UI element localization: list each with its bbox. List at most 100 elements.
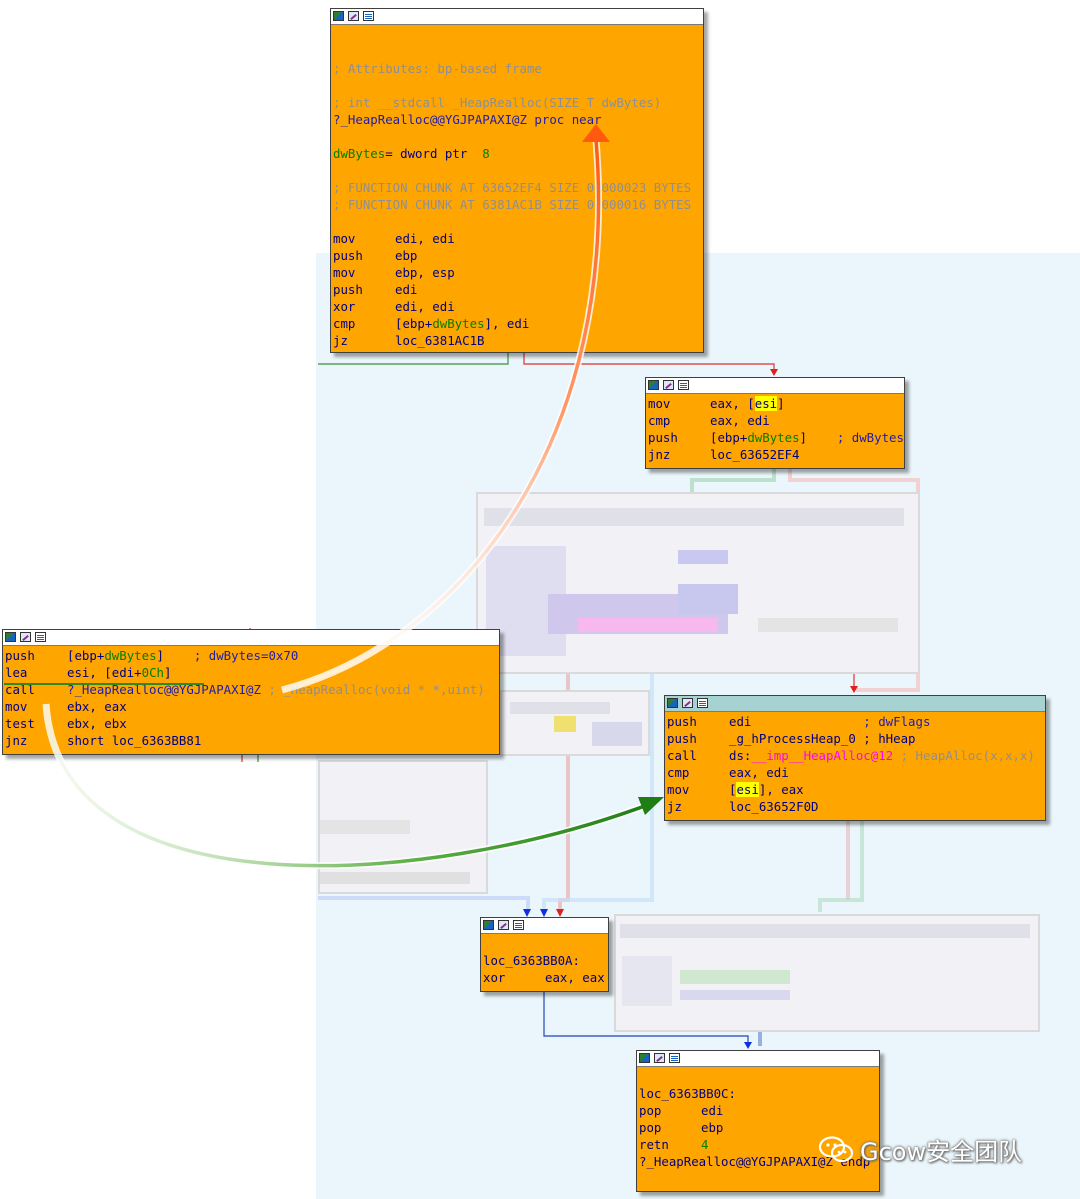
asm-token[interactable]: __imp__HeapAlloc@12 xyxy=(751,748,894,763)
graph-color-icon[interactable] xyxy=(667,698,678,708)
asm-line[interactable]: xor eax, eax xyxy=(483,969,606,986)
rename-icon[interactable] xyxy=(682,698,693,708)
asm-mnemonic[interactable]: xor xyxy=(333,299,356,314)
asm-token[interactable]: short loc_6363BB81 xyxy=(67,733,202,748)
asm-token[interactable]: esi xyxy=(736,782,759,797)
graph-color-icon[interactable] xyxy=(483,920,494,930)
asm-token[interactable]: ] xyxy=(777,396,785,411)
asm-mnemonic[interactable]: call xyxy=(667,748,697,763)
asm-mnemonic[interactable]: push xyxy=(667,714,697,729)
asm-mnemonic[interactable]: cmp xyxy=(333,316,356,331)
asm-token[interactable]: edi xyxy=(395,282,418,297)
asm-token[interactable]: ; _HeapRealloc(void * *,uint) xyxy=(268,682,485,697)
asm-line[interactable]: push_g_hProcessHeap_0 ; hHeap xyxy=(667,730,1043,747)
asm-token[interactable]: loc_63652F0D xyxy=(729,799,819,814)
graph-color-icon[interactable] xyxy=(5,632,16,642)
asm-line[interactable]: push edi xyxy=(333,281,701,298)
asm-token[interactable]: ], eax xyxy=(758,782,804,797)
rename-icon[interactable] xyxy=(498,920,509,930)
asm-line[interactable]: ?_HeapRealloc@@YGJPAPAXI@Z proc near xyxy=(333,111,701,128)
graph-color-icon[interactable] xyxy=(333,11,344,21)
rename-icon[interactable] xyxy=(20,632,31,642)
asm-token[interactable]: eax, edi xyxy=(710,413,770,428)
asm-mnemonic[interactable]: mov xyxy=(667,782,690,797)
asm-line[interactable]: call ds:__imp__HeapAlloc@12 ; HeapAlloc(x… xyxy=(667,747,1043,764)
asm-token[interactable]: 8 xyxy=(482,146,490,161)
asm-line[interactable]: push[ebp+dwBytes] ; dwBytes xyxy=(648,429,904,446)
asm-token[interactable]: ; dwFlags xyxy=(863,714,931,729)
asm-token[interactable]: ], edi xyxy=(484,316,530,331)
asm-token[interactable]: edi xyxy=(729,714,864,729)
node-titlebar-selected[interactable] xyxy=(665,696,1045,712)
asm-line[interactable]: push ebp xyxy=(333,247,701,264)
asm-token[interactable]: edi, edi xyxy=(395,299,455,314)
asm-mnemonic[interactable]: push xyxy=(333,248,363,263)
asm-token[interactable]: ebp xyxy=(701,1120,724,1135)
asm-token[interactable]: ; Attributes: bp-based frame xyxy=(333,61,542,76)
asm-mnemonic[interactable]: mov xyxy=(333,231,356,246)
asm-line[interactable]: mov edi, edi xyxy=(333,230,701,247)
node-titlebar[interactable] xyxy=(331,9,703,25)
asm-line[interactable]: xor edi, edi xyxy=(333,298,701,315)
node-list-icon[interactable] xyxy=(363,11,374,21)
asm-token[interactable]: 0Ch xyxy=(141,665,164,680)
asm-token[interactable]: [ebp+ xyxy=(67,648,105,663)
asm-token[interactable]: ] xyxy=(164,665,172,680)
asm-token[interactable]: dwBytes xyxy=(104,648,157,663)
asm-mnemonic[interactable]: push xyxy=(667,731,697,746)
asm-mnemonic[interactable]: test xyxy=(5,716,35,731)
asm-token[interactable]: [ebp+ xyxy=(710,430,748,445)
asm-mnemonic[interactable]: mov xyxy=(648,396,671,411)
asm-token[interactable]: eax, eax xyxy=(545,970,605,985)
asm-mnemonic[interactable]: xor xyxy=(483,970,506,985)
node-list-icon[interactable] xyxy=(697,698,708,708)
asm-token[interactable]: ; HeapAlloc(x,x,x) xyxy=(893,748,1035,763)
asm-token[interactable]: ebp, esp xyxy=(395,265,455,280)
asm-line[interactable]: push edi ; dwFlags xyxy=(667,713,1043,730)
asm-token[interactable]: ebp xyxy=(395,248,418,263)
asm-mnemonic[interactable]: push xyxy=(648,430,678,445)
asm-token[interactable]: edi, edi xyxy=(395,231,455,246)
node-heaprealloc-prologue[interactable]: ; Attributes: bp-based frame ; int __std… xyxy=(330,8,704,353)
asm-token[interactable]: ] xyxy=(799,430,837,445)
node-titlebar[interactable] xyxy=(3,630,499,646)
asm-token[interactable]: loc_6363BB0A: xyxy=(483,953,580,968)
asm-mnemonic[interactable]: push xyxy=(5,648,35,663)
node-titlebar[interactable] xyxy=(481,918,608,934)
node-list-icon[interactable] xyxy=(513,920,524,930)
asm-token[interactable]: ?_HeapRealloc@@YGJPAPAXI@Z proc near xyxy=(333,112,602,127)
asm-mnemonic[interactable]: jz xyxy=(667,799,682,814)
asm-token[interactable]: ds: xyxy=(729,748,752,763)
asm-token[interactable]: 4 xyxy=(701,1137,709,1152)
asm-token[interactable]: ; dwBytes=0x70 xyxy=(193,648,299,663)
asm-mnemonic[interactable]: call xyxy=(5,682,35,697)
asm-token[interactable]: ; dwBytes xyxy=(836,430,904,445)
asm-token[interactable]: eax, edi xyxy=(729,765,789,780)
asm-mnemonic[interactable]: pop xyxy=(639,1103,662,1118)
asm-token[interactable]: ; int __stdcall _HeapRealloc(SIZE_T dwBy… xyxy=(333,95,662,110)
node-titlebar[interactable] xyxy=(646,378,904,394)
graph-color-icon[interactable] xyxy=(639,1053,650,1063)
asm-token[interactable]: [ xyxy=(729,782,737,797)
asm-mnemonic[interactable]: push xyxy=(333,282,363,297)
asm-mnemonic[interactable]: jz xyxy=(333,333,348,348)
asm-mnemonic[interactable]: jnz xyxy=(648,447,671,462)
node-return-zero[interactable]: loc_6363BB0A:xor eax, eax xyxy=(480,917,609,992)
asm-token[interactable]: dwBytes xyxy=(432,316,485,331)
rename-icon[interactable] xyxy=(348,11,359,21)
node-titlebar[interactable] xyxy=(637,1051,879,1067)
